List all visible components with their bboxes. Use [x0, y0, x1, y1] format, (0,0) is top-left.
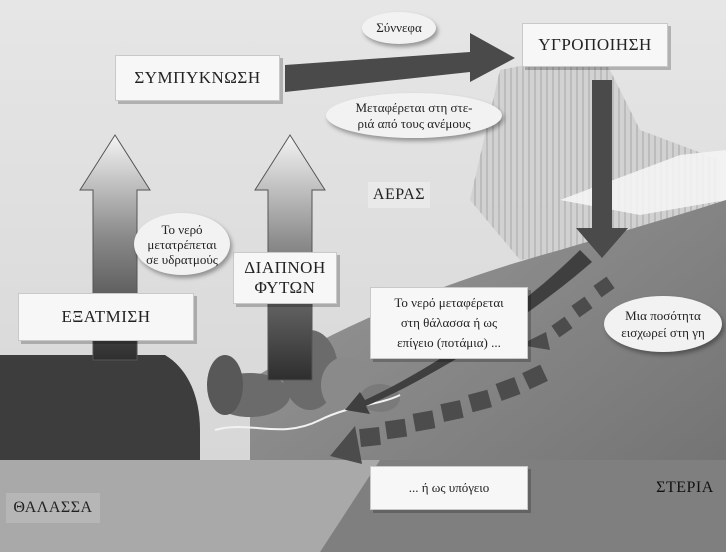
infiltration-text-2: εισχωρεί στη γη — [621, 324, 705, 341]
condensation-text: ΣΥΜΠΥΚΝΩΣΗ — [134, 68, 260, 88]
wind-text-2: ριά από τους ανέμους — [358, 116, 471, 132]
vapor-text-2: μετατρέπεται — [147, 237, 216, 252]
wind-text-1: Μεταφέρεται στη στε- — [355, 100, 472, 116]
infiltration-text-1: Μια ποσότητα — [625, 307, 701, 324]
precipitation-text: ΥΓΡΟΠΟΙΗΣΗ — [538, 35, 652, 55]
vapor-text-1: Το νερό — [161, 222, 202, 237]
condensation-label: ΣΥΜΠΥΚΝΩΣΗ — [115, 55, 280, 101]
runoff-text-1: Το νερό μεταφέρεται — [394, 293, 503, 313]
evaporation-label: ΕΞΑΤΜΙΣΗ — [18, 293, 194, 341]
air-text: ΑΕΡΑΣ — [373, 186, 425, 204]
infiltration-bubble: Μια ποσότητα εισχωρεί στη γη — [604, 296, 722, 352]
runoff-note: Το νερό μεταφέρεται στη θάλασσα ή ως επί… — [370, 287, 528, 359]
clouds-bubble: Σύννεφα — [362, 12, 436, 44]
runoff-text-2: στη θάλασσα ή ως — [401, 313, 497, 333]
groundwater-note: ... ή ως υπόγειο — [370, 466, 528, 510]
land-label: ΣΤΕΡΙΑ — [650, 473, 720, 503]
sea-text: ΘΑΛΑΣΣΑ — [13, 499, 92, 517]
clouds-text: Σύννεφα — [376, 20, 422, 36]
runoff-text-3: επίγειο (ποτάμια) ... — [397, 333, 501, 353]
air-label: ΑΕΡΑΣ — [368, 182, 430, 208]
groundwater-text: ... ή ως υπόγειο — [409, 480, 489, 496]
land-text: ΣΤΕΡΙΑ — [656, 479, 714, 497]
transpiration-label: ΔΙΑΠΝΟΗ ΦΥΤΩΝ — [233, 252, 337, 304]
transpiration-text-1: ΔΙΑΠΝΟΗ — [244, 258, 325, 278]
sea — [0, 355, 200, 460]
wind-bubble: Μεταφέρεται στη στε- ριά από τους ανέμου… — [326, 93, 502, 138]
vapor-bubble: Το νερό μετατρέπεται σε υδρατμούς — [134, 213, 230, 275]
evaporation-text: ΕΞΑΤΜΙΣΗ — [61, 307, 150, 327]
transpiration-text-2: ΦΥΤΩΝ — [255, 278, 316, 298]
precipitation-label: ΥΓΡΟΠΟΙΗΣΗ — [522, 23, 668, 67]
sea-label: ΘΑΛΑΣΣΑ — [6, 493, 100, 523]
vapor-text-3: σε υδρατμούς — [146, 252, 218, 267]
